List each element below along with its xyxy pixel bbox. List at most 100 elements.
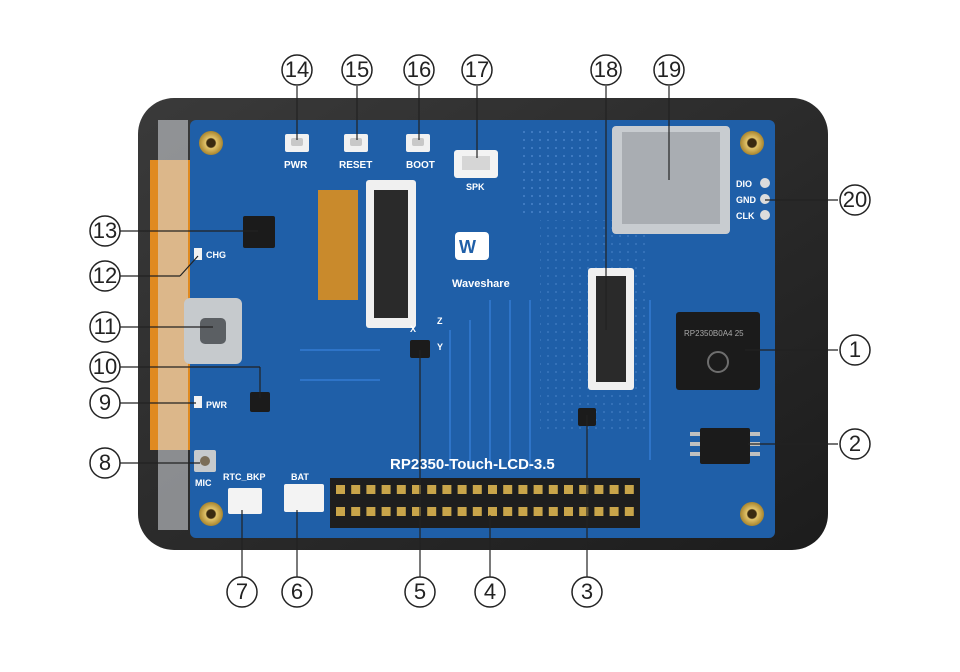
callout-5: 5 [404, 576, 436, 608]
callout-circle [571, 576, 603, 608]
touch-fpc-slot [596, 276, 626, 382]
gpio-pin [351, 507, 361, 516]
usb-c-port [184, 298, 242, 364]
callout-circle [89, 447, 121, 479]
chip-marking: RP2350B0A4 25 [684, 329, 744, 338]
callout-number: 17 [465, 57, 489, 82]
boot-label: BOOT [406, 160, 435, 171]
lcd-edge [158, 120, 188, 530]
callout-3: 3 [571, 576, 603, 608]
callout-circle [839, 428, 871, 460]
callout-number: 12 [93, 263, 117, 288]
gpio-pin [594, 485, 604, 494]
callout-8: 8 [89, 447, 121, 479]
gpio-pin [457, 485, 467, 494]
gpio-pin [442, 485, 452, 494]
reset-label: RESET [339, 160, 372, 171]
lcd-fpc-slot [374, 190, 408, 318]
gpio-pin [381, 507, 391, 516]
clk-label: CLK [736, 211, 755, 221]
callout-number: 13 [93, 218, 117, 243]
board-title: RP2350-Touch-LCD-3.5 [390, 456, 555, 473]
mount-hole [199, 131, 223, 155]
gpio-pin [548, 507, 558, 516]
waveshare-logo: W Waveshare [452, 232, 510, 290]
gnd-label: GND [736, 195, 757, 205]
gpio-pin [579, 507, 589, 516]
mount-hole [199, 502, 223, 526]
callout-circle [226, 576, 258, 608]
callout-circle [404, 576, 436, 608]
gpio-pin [518, 507, 528, 516]
callout-circle [403, 54, 435, 86]
chg-label: CHG [206, 250, 226, 260]
callout-circle [89, 351, 121, 383]
callout-number: 11 [94, 314, 117, 339]
callout-number: 14 [285, 57, 309, 82]
callout-6: 6 [281, 576, 313, 608]
callout-4: 4 [474, 576, 506, 608]
callout-11: 11 [89, 311, 121, 343]
axis-z-label: Z [437, 316, 443, 326]
callout-number: 9 [99, 390, 111, 415]
callout-number: 10 [93, 354, 117, 379]
callout-2: 2 [839, 428, 871, 460]
callout-19: 19 [653, 54, 685, 86]
callout-15: 15 [341, 54, 373, 86]
callout-number: 3 [581, 579, 593, 604]
callout-leaders [120, 86, 838, 578]
gpio-pin [336, 507, 345, 516]
callout-circle [461, 54, 493, 86]
pwr-top-label: PWR [284, 160, 308, 171]
callout-number: 6 [291, 579, 303, 604]
spk-label: SPK [466, 182, 485, 192]
callout-13: 13 [89, 215, 121, 247]
bat-label: BAT [291, 472, 309, 482]
callout-18: 18 [590, 54, 622, 86]
gpio-pin [336, 485, 345, 494]
callout-10: 10 [89, 351, 121, 383]
pwr-side-label: PWR [206, 400, 227, 410]
gpio-pin [488, 507, 497, 516]
pcb-dot-area [520, 125, 600, 215]
gpio-pin [533, 507, 543, 516]
gpio-pin [442, 507, 452, 516]
callout-12: 12 [89, 260, 121, 292]
gpio-pin [351, 485, 361, 494]
callout-number: 16 [407, 57, 431, 82]
flash-chip [690, 428, 760, 464]
mic-label: MIC [195, 478, 212, 488]
pcb-traces [300, 300, 651, 470]
gpio-pin [609, 485, 619, 494]
gpio-pin [366, 485, 376, 494]
callout-number: 7 [236, 579, 248, 604]
callout-number: 15 [345, 57, 369, 82]
callout-17: 17 [461, 54, 493, 86]
callout-circle [341, 54, 373, 86]
dio-label: DIO [736, 179, 752, 189]
rtc-bkp-label: RTC_BKP [223, 472, 266, 482]
gpio-pin [624, 485, 634, 494]
axis-x-label: X [410, 324, 416, 334]
gpio-pin [624, 507, 634, 516]
gpio-pin [412, 485, 421, 494]
callout-14: 14 [281, 54, 313, 86]
callout-circle [590, 54, 622, 86]
gpio-pin [533, 485, 543, 494]
callout-number: 8 [99, 450, 111, 475]
reset-button [344, 134, 368, 152]
speaker-connector-slot [462, 156, 490, 170]
callout-circle [281, 576, 313, 608]
gpio-pin [396, 485, 406, 494]
gpio-pin [457, 507, 467, 516]
gpio-pin [412, 507, 421, 516]
brand-text: Waveshare [452, 278, 510, 290]
gpio-pin [518, 485, 528, 494]
callout-circle [839, 334, 871, 366]
callout-circle [89, 387, 121, 419]
gpio-header [330, 478, 640, 528]
axis-y-label: Y [437, 342, 443, 352]
callout-number: 18 [594, 57, 618, 82]
